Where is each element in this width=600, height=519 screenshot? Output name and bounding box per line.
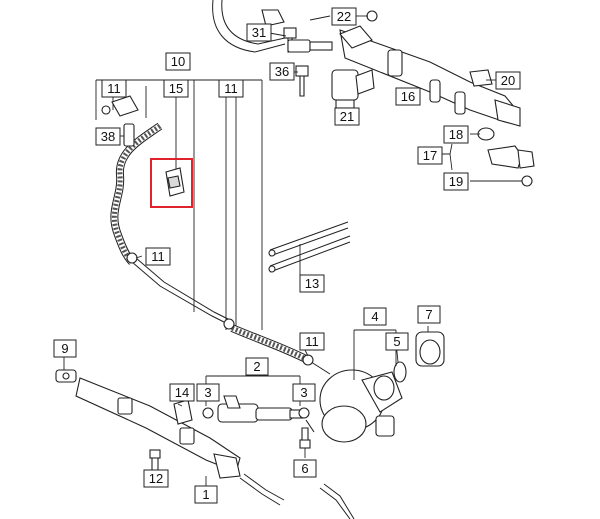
callout-5: 5 (385, 332, 409, 351)
rigid-lines-13 (268, 221, 351, 284)
callout-11-middle: 11 (145, 247, 171, 266)
lower-fuel-rail-group (55, 369, 355, 519)
callout-label-3a: 3 (204, 385, 211, 400)
hose-assembly-10 (95, 79, 331, 375)
callout-3-right: 3 (292, 383, 316, 402)
clip-11-right (302, 354, 314, 366)
callout-label-11b: 11 (224, 81, 238, 96)
callout-11-top-left: 11 (101, 79, 127, 98)
callout-11-top-right: 11 (218, 79, 244, 98)
callout-label-10: 10 (171, 54, 185, 69)
callout-1: 1 (194, 485, 218, 504)
clip-11-lower (126, 252, 138, 264)
callout-label-14: 14 (175, 385, 189, 400)
clip-11-left (101, 105, 111, 115)
callout-label-36: 36 (275, 64, 289, 79)
bolt-36 (295, 65, 309, 97)
callout-2: 2 (245, 357, 269, 376)
callout-label-38: 38 (101, 129, 115, 144)
callout-label-19: 19 (449, 174, 463, 189)
callout-15: 15 (163, 79, 189, 98)
callout-6: 6 (293, 459, 317, 478)
high-pressure-pump (299, 329, 445, 458)
callout-label-5: 5 (393, 334, 400, 349)
callout-label-15: 15 (169, 81, 183, 96)
callout-label-13: 13 (305, 276, 319, 291)
callout-21: 21 (334, 107, 360, 126)
clip-11-mid (223, 318, 235, 330)
callout-20: 20 (495, 71, 521, 90)
callout-10: 10 (165, 52, 191, 71)
callout-36: 36 (269, 62, 295, 81)
callout-label-11a: 11 (107, 81, 121, 96)
callout-9: 9 (53, 339, 77, 358)
callout-label-17: 17 (423, 148, 437, 163)
callout-17: 17 (417, 146, 443, 165)
callout-label-11c: 11 (151, 249, 165, 264)
bolt-22-head (366, 10, 378, 22)
bolt-6 (299, 419, 315, 449)
rail-mount-c (454, 91, 466, 115)
callout-19: 19 (443, 172, 469, 191)
upper-fuel-rail-group (212, 0, 535, 187)
leader-lines (63, 15, 522, 472)
callout-label-6: 6 (301, 461, 308, 476)
callout-12: 12 (143, 469, 169, 488)
callout-31: 31 (246, 23, 272, 42)
callout-13: 13 (299, 274, 325, 293)
injector-17 (477, 127, 535, 187)
callout-18: 18 (443, 125, 469, 144)
callout-label-3b: 3 (300, 385, 307, 400)
callout-label-31: 31 (252, 25, 266, 40)
callout-label-18: 18 (449, 127, 463, 142)
seal-ring-3a (202, 407, 214, 419)
highlighted-hose-holder (165, 167, 185, 197)
callout-11-right: 11 (299, 332, 325, 351)
callout-label-2: 2 (253, 359, 260, 374)
callout-label-1: 1 (202, 487, 209, 502)
callout-16: 16 (395, 87, 421, 106)
callout-22: 22 (331, 7, 357, 26)
callout-label-12: 12 (149, 471, 163, 486)
callout-label-21: 21 (340, 109, 354, 124)
callout-14: 14 (169, 383, 195, 402)
pump-cap-7 (415, 331, 445, 367)
pressure-sensor (331, 69, 375, 109)
rail-end-fitting (494, 99, 521, 127)
bolt-12 (149, 449, 161, 471)
connector-15 (111, 95, 139, 117)
line-fitting (287, 39, 333, 53)
callout-3-left: 3 (196, 383, 220, 402)
highlight-box (150, 158, 193, 208)
seal-ring-5 (393, 361, 407, 383)
callout-38: 38 (95, 127, 121, 146)
callout-label-7: 7 (425, 307, 432, 322)
callout-label-9: 9 (61, 341, 68, 356)
callout-label-11d: 11 (305, 334, 319, 349)
callout-label-22: 22 (337, 9, 351, 24)
callout-label-20: 20 (501, 73, 515, 88)
callout-label-4: 4 (371, 309, 378, 324)
hose-end-38 (123, 123, 135, 147)
callout-label-16: 16 (401, 89, 415, 104)
rail-mount-a (387, 49, 403, 77)
callout-4: 4 (363, 307, 387, 326)
rail-mount-b (429, 79, 441, 103)
connector-clip-top (261, 9, 285, 27)
rail-clip-20 (469, 69, 493, 87)
seal-ring-3b (298, 407, 310, 419)
injector-2 (217, 395, 305, 423)
sensor-port (339, 25, 373, 49)
callout-7: 7 (417, 305, 441, 324)
